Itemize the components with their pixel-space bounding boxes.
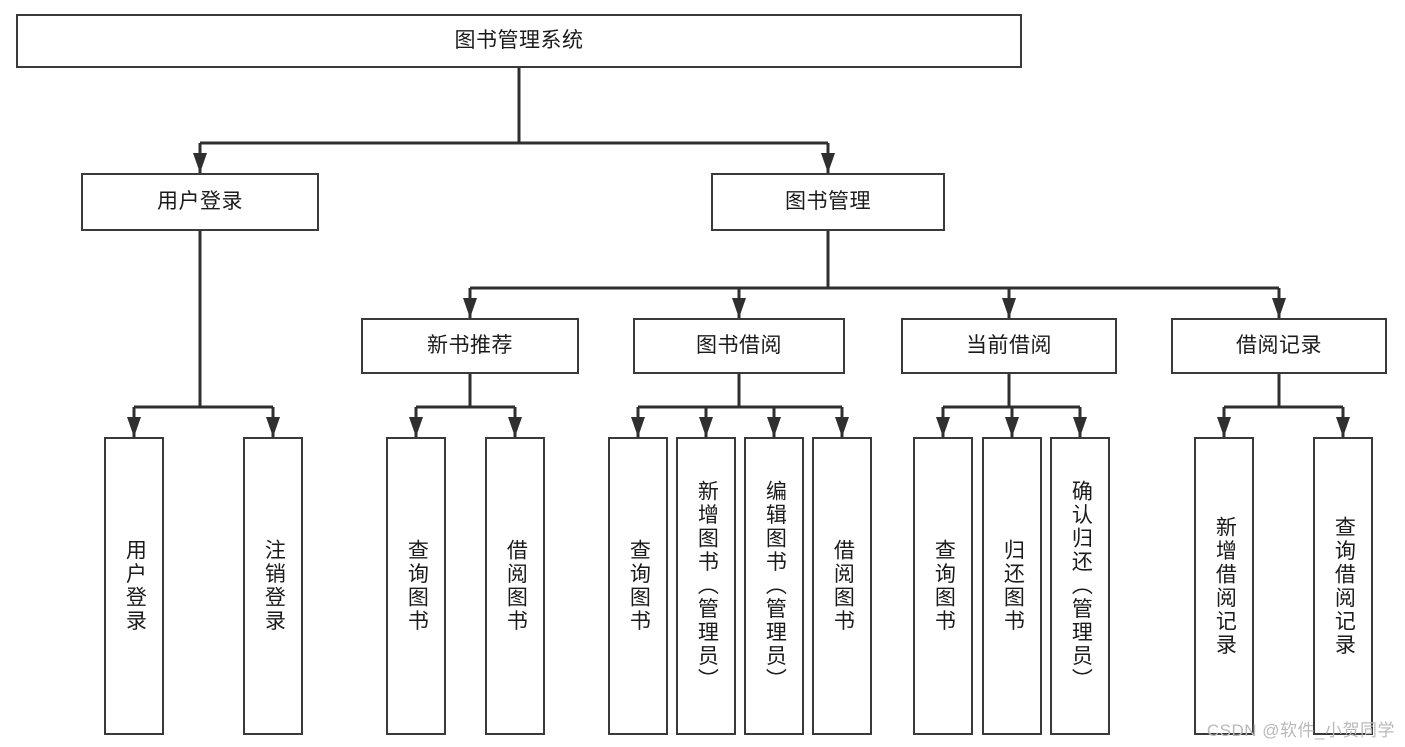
node-label: 当前借阅 — [966, 334, 1052, 358]
node-label: 借阅图书 — [831, 539, 855, 633]
node-leaf-logout[interactable]: 注销登录 — [243, 437, 303, 735]
node-leaf-query-book-1[interactable]: 查询图书 — [386, 437, 446, 735]
node-label: 编辑图书（管理员） — [763, 480, 787, 692]
node-label: 新增图书（管理员） — [695, 480, 719, 692]
node-label: 查询图书 — [627, 539, 651, 633]
node-book-borrow[interactable]: 图书借阅 — [633, 318, 845, 374]
node-leaf-confirm-return[interactable]: 确认归还（管理员） — [1050, 437, 1110, 735]
node-root[interactable]: 图书管理系统 — [16, 14, 1022, 68]
node-current-borrow[interactable]: 当前借阅 — [901, 318, 1117, 374]
node-label: 图书借阅 — [696, 334, 782, 358]
node-label: 用户登录 — [157, 190, 243, 214]
node-leaf-add-record[interactable]: 新增借阅记录 — [1194, 437, 1254, 735]
node-leaf-query-book-3[interactable]: 查询图书 — [913, 437, 973, 735]
node-leaf-return-book[interactable]: 归还图书 — [982, 437, 1042, 735]
node-label: 注销登录 — [262, 539, 286, 633]
node-borrow-record[interactable]: 借阅记录 — [1171, 318, 1387, 374]
node-label: 归还图书 — [1001, 539, 1025, 633]
node-leaf-borrow-book-2[interactable]: 借阅图书 — [812, 437, 872, 735]
node-label: 确认归还（管理员） — [1069, 480, 1093, 692]
node-label: 新增借阅记录 — [1213, 515, 1237, 657]
node-label: 图书管理系统 — [454, 29, 584, 53]
node-label: 查询图书 — [405, 539, 429, 633]
node-label: 查询借阅记录 — [1332, 515, 1356, 657]
node-label: 借阅记录 — [1236, 334, 1322, 358]
node-leaf-borrow-book-1[interactable]: 借阅图书 — [485, 437, 545, 735]
node-label: 图书管理 — [785, 190, 871, 214]
node-leaf-add-book[interactable]: 新增图书（管理员） — [676, 437, 736, 735]
node-leaf-user-login[interactable]: 用户登录 — [104, 437, 164, 735]
node-new-book-recommend[interactable]: 新书推荐 — [361, 318, 579, 374]
node-leaf-query-record[interactable]: 查询借阅记录 — [1313, 437, 1373, 735]
node-leaf-edit-book[interactable]: 编辑图书（管理员） — [744, 437, 804, 735]
node-label: 用户登录 — [123, 539, 147, 633]
node-label: 查询图书 — [932, 539, 956, 633]
watermark-text: CSDN @软件_小贺同学 — [1206, 721, 1395, 740]
node-label: 借阅图书 — [504, 539, 528, 633]
node-book-manage[interactable]: 图书管理 — [711, 173, 945, 231]
node-user-login[interactable]: 用户登录 — [81, 173, 319, 231]
node-leaf-query-book-2[interactable]: 查询图书 — [608, 437, 668, 735]
node-label: 新书推荐 — [427, 334, 513, 358]
